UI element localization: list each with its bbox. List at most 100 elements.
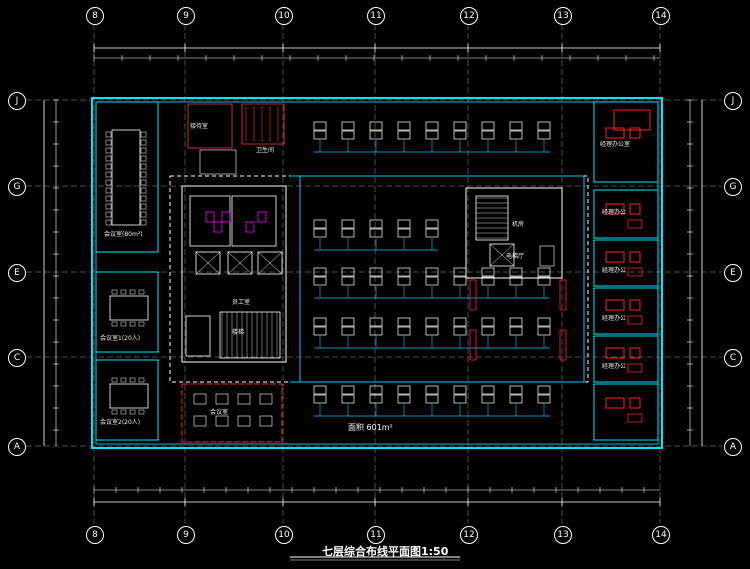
manager-desk — [613, 109, 651, 131]
room-conference-large — [95, 101, 159, 253]
workstation — [313, 121, 327, 131]
workstation — [537, 394, 551, 404]
elevator-car — [257, 251, 283, 275]
workstation — [453, 130, 467, 140]
chair — [129, 289, 136, 295]
office-desk — [605, 127, 625, 139]
grid-bubble-top: 11 — [367, 7, 385, 25]
room-label-office-area: 面积 601m² — [348, 423, 393, 432]
workstation — [425, 228, 439, 238]
chair — [105, 139, 112, 146]
office-desk — [605, 347, 625, 359]
workstation — [369, 385, 383, 395]
workstation — [453, 385, 467, 395]
private-office — [593, 189, 659, 239]
workstation — [481, 267, 495, 277]
chair — [129, 377, 136, 383]
office-chair — [627, 219, 643, 229]
workstation — [369, 130, 383, 140]
chair — [138, 321, 145, 327]
workstation — [481, 130, 495, 140]
elevator-x — [489, 243, 515, 267]
restroom-stalls — [241, 103, 285, 145]
workstation — [397, 219, 411, 229]
workstation — [369, 394, 383, 404]
elevator-x — [195, 251, 221, 275]
room-label-stair: 楼梯 — [232, 329, 245, 336]
chair — [140, 219, 147, 226]
red-partition — [559, 279, 567, 311]
chair — [111, 321, 118, 327]
workstation — [425, 276, 439, 286]
workstation — [341, 385, 355, 395]
shaft-b — [231, 195, 277, 247]
grid-bubble-top: 14 — [652, 7, 670, 25]
workstation — [341, 317, 355, 327]
workstation — [425, 130, 439, 140]
workstation — [341, 267, 355, 277]
workstation — [509, 276, 523, 286]
building-core — [181, 185, 287, 363]
chair — [105, 203, 112, 210]
chair — [105, 179, 112, 186]
elevator-car — [227, 251, 253, 275]
workstation — [341, 219, 355, 229]
workstation — [509, 326, 523, 336]
workstation — [453, 267, 467, 277]
workstation — [369, 267, 383, 277]
workstation — [369, 276, 383, 286]
workstation — [341, 228, 355, 238]
workstation — [369, 228, 383, 238]
chair — [120, 289, 127, 295]
reception-room — [187, 103, 233, 149]
workstation — [341, 121, 355, 131]
chair — [138, 409, 145, 415]
room-label-reception: 接待室 — [190, 123, 209, 130]
chair — [140, 195, 147, 202]
grid-bubble-bottom: 10 — [275, 526, 293, 544]
workstation — [397, 394, 411, 404]
private-office — [593, 287, 659, 335]
workstation — [397, 121, 411, 131]
chair — [120, 409, 127, 415]
grid-bubble-bottom: 12 — [460, 526, 478, 544]
core-right — [465, 187, 563, 279]
workstation — [397, 228, 411, 238]
private-office — [593, 335, 659, 383]
grid-bubble-top: 10 — [275, 7, 293, 25]
workstation — [453, 276, 467, 286]
chair — [111, 289, 118, 295]
grid-bubble-right: G — [724, 178, 742, 196]
workstation — [313, 267, 327, 277]
meeting-chair-set — [259, 393, 273, 405]
grid-bubble-right: E — [724, 264, 742, 282]
elevator-x — [257, 251, 283, 275]
meeting-chair-set — [215, 393, 229, 405]
office-chair — [627, 413, 643, 423]
chair — [111, 409, 118, 415]
drawing-title: 七层综合布线平面图1:50 — [322, 545, 449, 558]
building-outer-wall — [91, 97, 663, 449]
room-label-office-2: 经理办公 — [602, 267, 627, 274]
workstation — [369, 317, 383, 327]
chair — [140, 163, 147, 170]
workstation — [397, 385, 411, 395]
workstation — [481, 121, 495, 131]
grid-bubble-left: J — [8, 92, 26, 110]
office-chair — [627, 267, 643, 277]
reception-desk — [199, 149, 237, 175]
chair — [140, 131, 147, 138]
chair — [120, 321, 127, 327]
riser-box — [213, 221, 223, 233]
room-label-office-4: 经理办公 — [602, 363, 627, 370]
workstation — [313, 276, 327, 286]
chair — [140, 139, 147, 146]
elevator-right — [489, 243, 515, 267]
riser-box — [257, 211, 267, 223]
workstation — [537, 326, 551, 336]
chair — [105, 147, 112, 154]
workstation — [481, 317, 495, 327]
building-inner-wall — [95, 101, 659, 445]
